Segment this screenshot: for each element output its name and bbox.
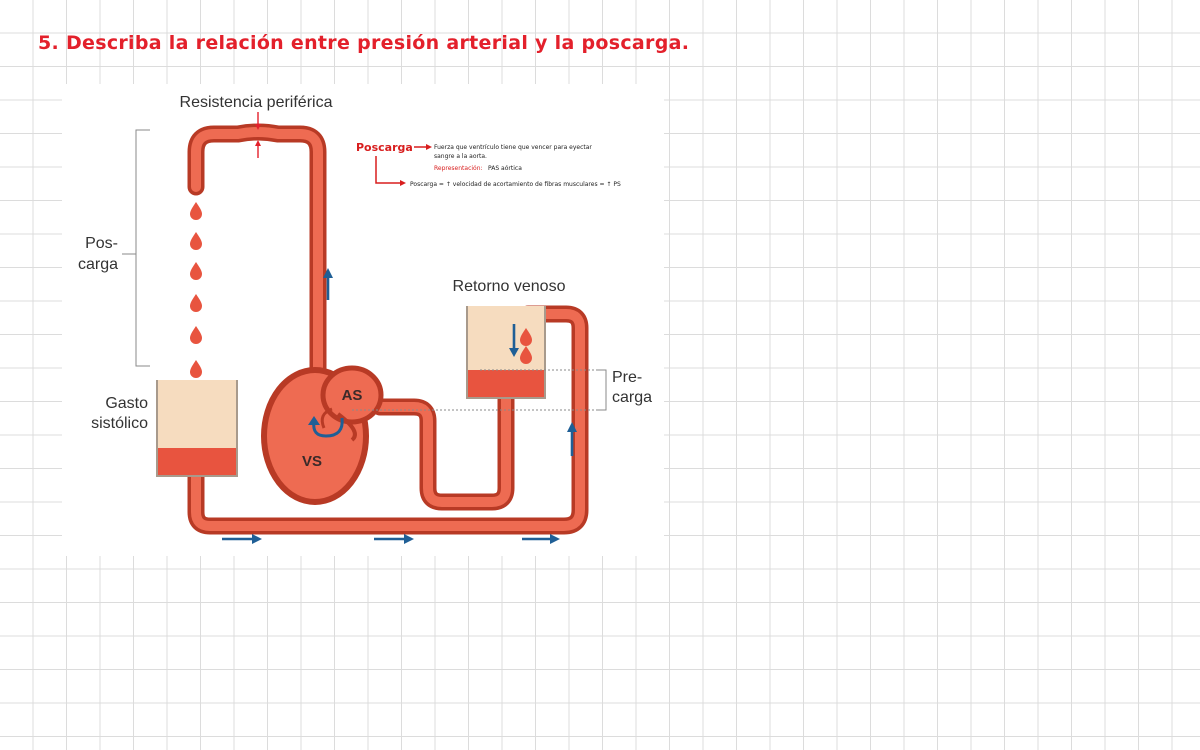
venous-tube-inner (191, 309, 585, 531)
ventricle-flow-arrow (312, 417, 344, 438)
annotation-formula: Poscarga = ↑ velocidad de acortamiento d… (410, 181, 621, 188)
label-precarga-2: carga (612, 389, 652, 406)
annotation-definition-2: sangre a la aorta. (434, 153, 487, 160)
label-gasto-1: Gasto (105, 395, 148, 412)
venous-drop (520, 328, 532, 346)
annotation-arrowhead-2 (400, 180, 406, 186)
blood-drop (190, 326, 202, 344)
left-atrium (320, 365, 384, 425)
poscarga-bracket (122, 129, 150, 367)
venous-down-arrowhead (509, 348, 519, 357)
blood-drop (190, 262, 202, 280)
annotation-arrowhead-1 (426, 144, 432, 150)
annotation-rep-label: Representación: (434, 165, 483, 172)
bottom-right-arrow-3 (522, 534, 560, 544)
annotation-title: Poscarga (356, 141, 413, 154)
venous-up-arrow (567, 422, 577, 456)
ventricle-flow-arrowhead (308, 416, 320, 425)
venous-drop (520, 346, 532, 364)
annotation-arrow-2 (375, 156, 402, 184)
precarga-bracket (352, 369, 607, 411)
blood-drop (190, 360, 202, 378)
bottom-right-arrow-2 (374, 534, 414, 544)
label-poscarga-2: carga (78, 256, 118, 273)
blood-drop (190, 294, 202, 312)
resistance-arrows (255, 112, 261, 158)
arterial-tube-inner (191, 127, 323, 385)
poscarga-annotation: Poscarga Fuerza que ventrículo tiene que… (356, 141, 621, 188)
label-vs: VS (302, 453, 322, 470)
label-resistencia: Resistencia periférica (180, 94, 333, 111)
venous-container-fluid (467, 370, 545, 398)
arterial-up-arrow (323, 268, 333, 300)
atrial-tube-inner (375, 391, 511, 507)
label-as: AS (342, 387, 363, 404)
mitral-valve (336, 412, 357, 442)
flow-arrows (222, 268, 577, 544)
blood-drop (190, 202, 202, 220)
label-gasto-2: sistólico (91, 415, 148, 432)
cardiac-load-diagram: AS VS Resistenci (62, 84, 664, 556)
label-poscarga-1: Pos- (85, 235, 118, 252)
bottom-right-arrow-1 (222, 534, 262, 544)
label-retorno: Retorno venoso (453, 278, 566, 295)
stroke-volume-container (156, 380, 238, 477)
annotation-rep-value: PAS aórtica (488, 165, 522, 172)
stroke-volume-fluid (157, 448, 237, 476)
circulation-tubes (187, 123, 589, 535)
heart: AS VS (261, 365, 384, 505)
label-precarga-1: Pre- (612, 369, 642, 386)
stroke-volume-container-walls (156, 380, 238, 477)
blood-drop (190, 232, 202, 250)
valve-leaflet (320, 407, 333, 429)
venous-return-container (466, 306, 546, 399)
annotation-definition-1: Fuerza que ventrículo tiene que vencer p… (434, 144, 592, 151)
question-heading: 5. Describa la relación entre presión ar… (38, 32, 690, 54)
venous-container-walls (466, 306, 546, 399)
